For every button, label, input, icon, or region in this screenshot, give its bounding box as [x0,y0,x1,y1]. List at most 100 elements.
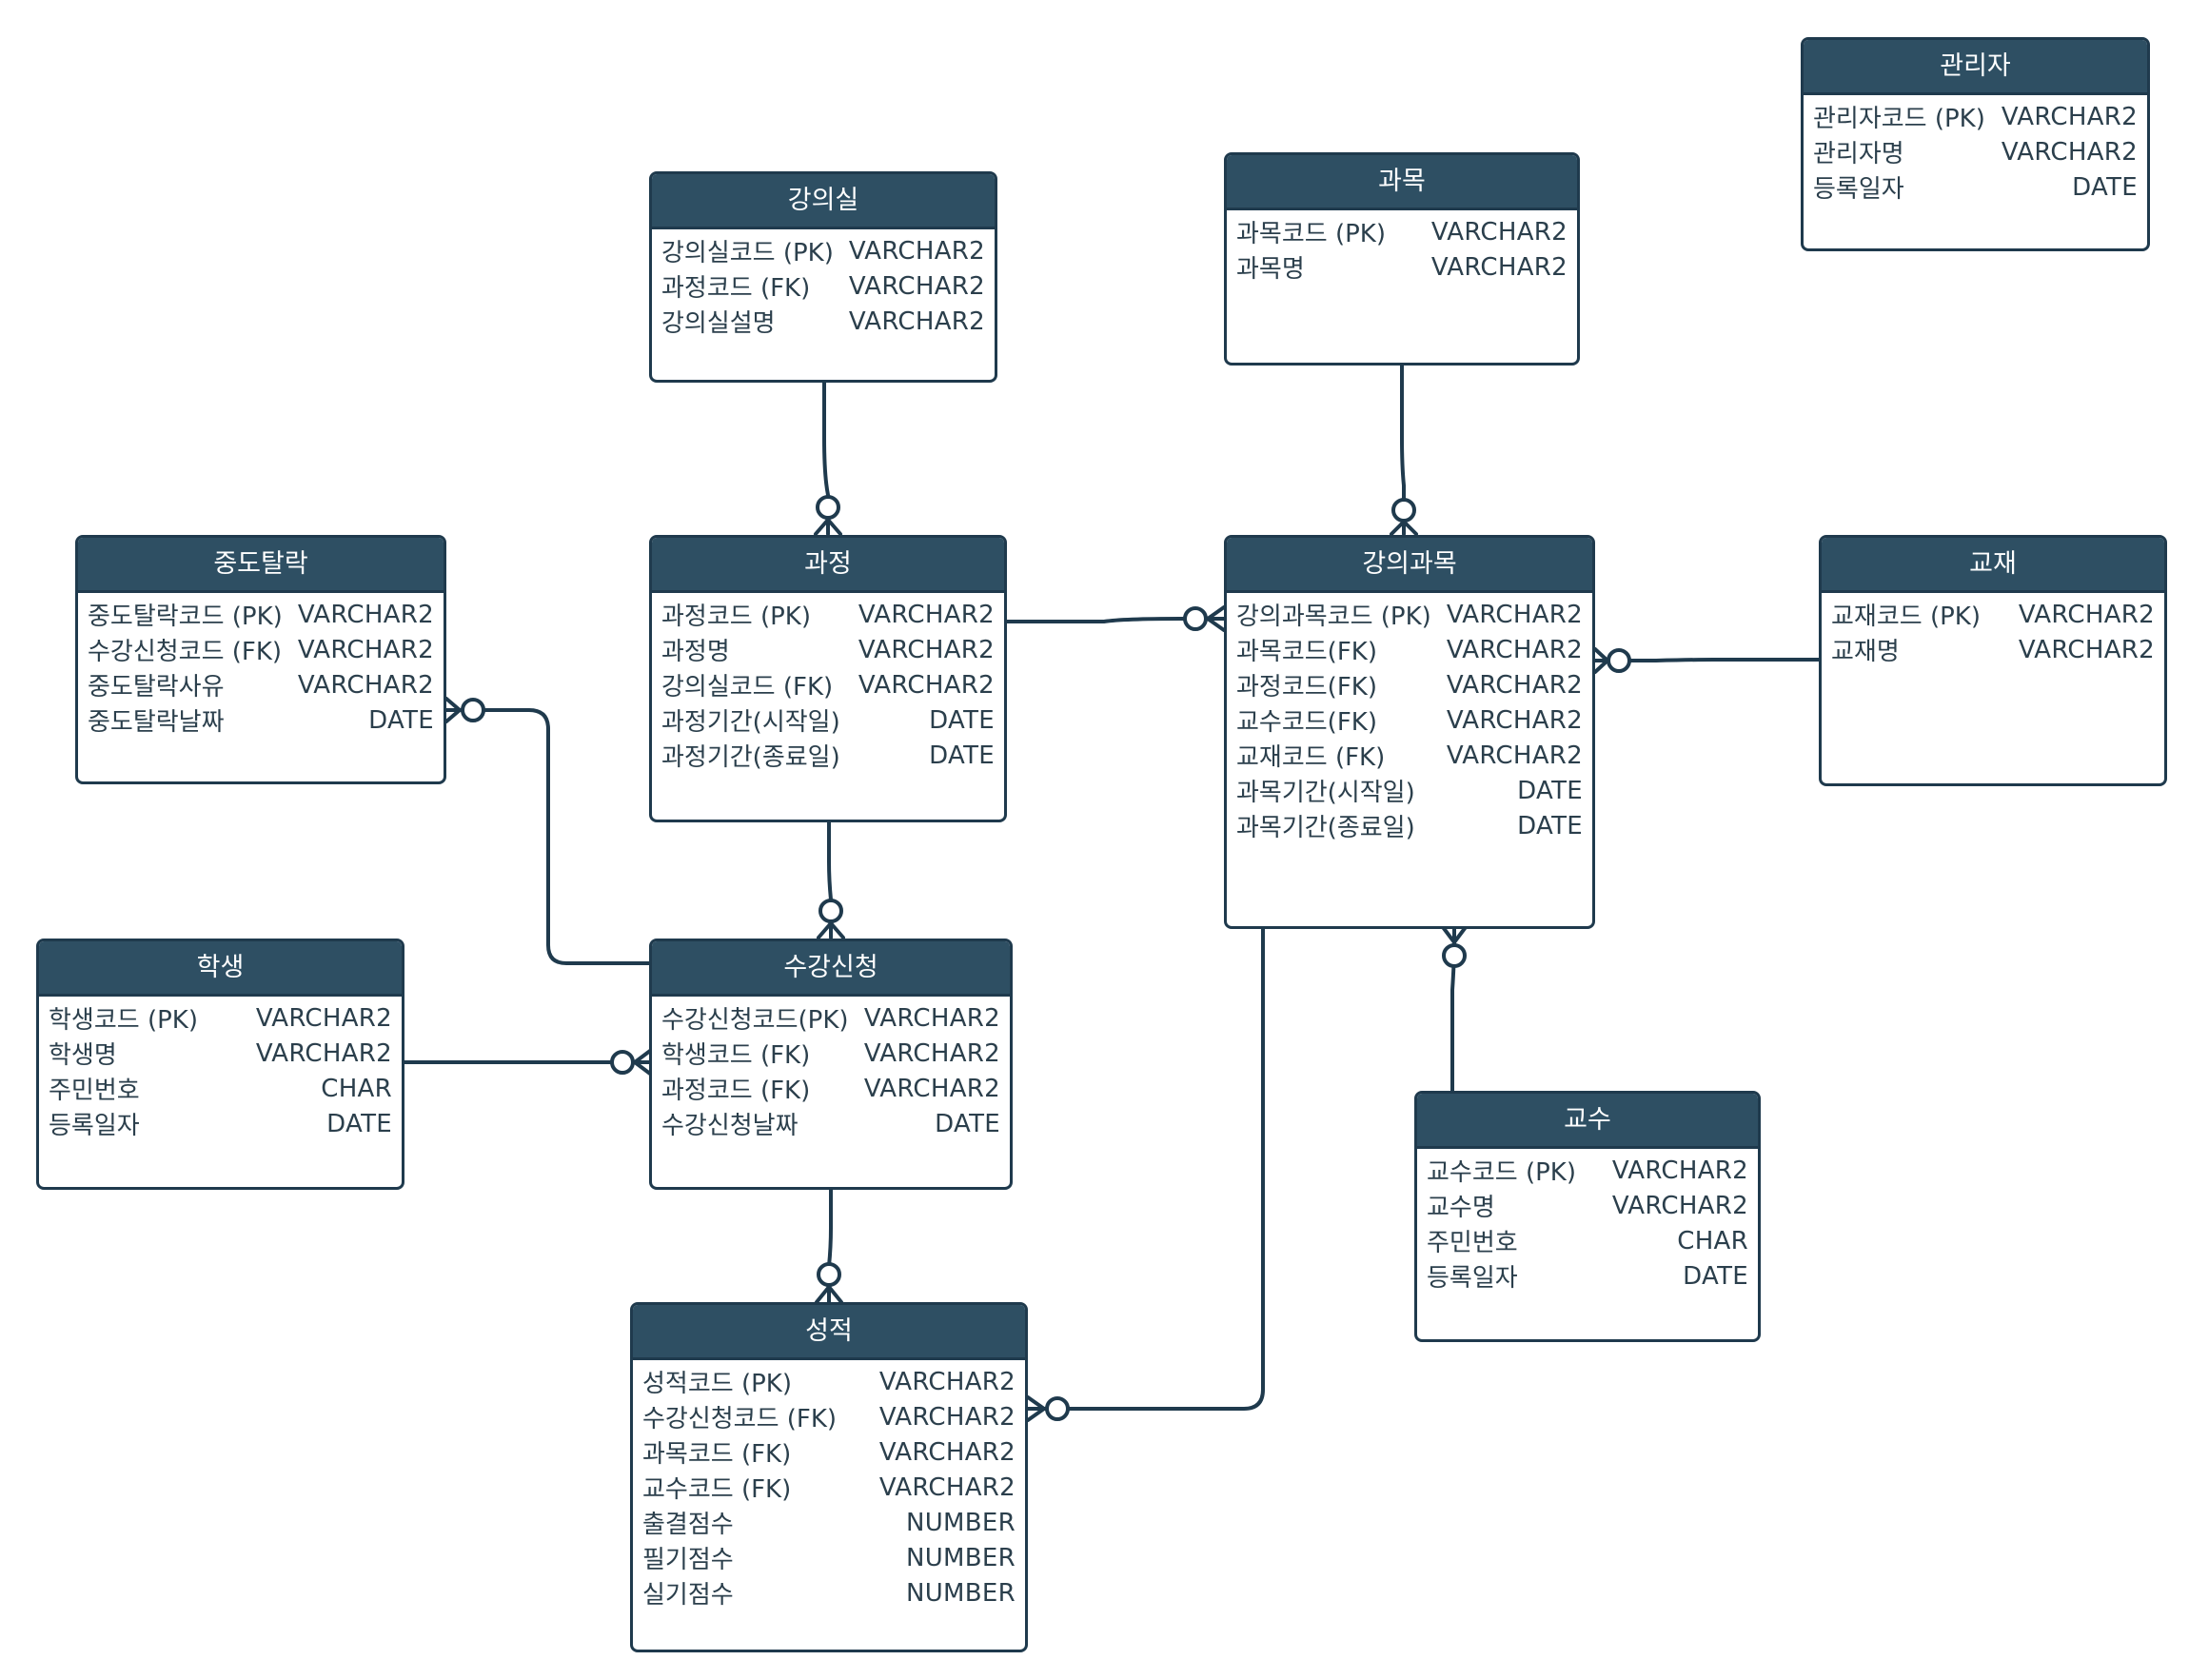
field-row[interactable]: 과목기간(종료일)DATE [1236,808,1583,843]
field-row[interactable]: 강의실코드 (FK)VARCHAR2 [661,667,995,702]
rel-subject-lecture [1400,362,1406,536]
field-row[interactable]: 과정코드 (FK) VARCHAR2 [661,1071,1000,1106]
field-name: 과목기간(시작일) [1236,779,1415,807]
rel-classroom-course [822,379,830,536]
field-type: NUMBER [905,1508,1016,1537]
field-row[interactable]: 교수코드(FK)VARCHAR2 [1236,702,1583,738]
field-row[interactable]: 과목기간(시작일)DATE [1236,773,1583,808]
field-row[interactable]: 과정코드 (PK)VARCHAR2 [661,597,995,632]
field-row[interactable]: 교수코드 (FK)VARCHAR2 [642,1470,1016,1505]
field-row[interactable]: 과목코드(FK)VARCHAR2 [1236,632,1583,667]
field-row[interactable]: 관리자코드 (PK)VARCHAR2 [1813,99,2138,134]
field-type: VARCHAR2 [2001,137,2138,167]
entity-dropout-fields: 중도탈락코드 (PK)VARCHAR2 수강신청코드 (FK)VARCHAR2 … [78,593,444,738]
entity-classroom[interactable]: 강의실 강의실코드 (PK)VARCHAR2 과정코드 (FK)VARCHAR2… [649,171,997,383]
field-name: 과목명 [1236,255,1305,284]
field-row[interactable]: 과정기간(종료일)DATE [661,738,995,773]
field-name: 학생코드 (FK) [661,1041,811,1070]
field-row[interactable]: 학생코드 (PK)VARCHAR2 [49,1000,392,1036]
entity-lecture[interactable]: 강의과목 강의과목코드 (PK)VARCHAR2 과목코드(FK)VARCHAR… [1224,535,1595,929]
field-type: VARCHAR2 [1611,1191,1748,1220]
rel-course-enrollment-circle [818,899,843,923]
entity-textbook-title: 교재 [1822,538,2164,593]
field-row[interactable]: 과정기간(시작일)DATE [661,702,995,738]
rel-classroom-course-crowfoot [814,518,842,536]
field-type: VARCHAR2 [848,236,985,266]
entity-enrollment[interactable]: 수강신청 수강신청코드(PK)VARCHAR2 학생코드 (FK)VARCHAR… [649,939,1013,1190]
field-row[interactable]: 수강신청코드 (FK)VARCHAR2 [88,632,434,667]
field-type: DATE [929,741,995,770]
field-type: DATE [1683,1261,1748,1291]
field-type: VARCHAR2 [878,1437,1016,1467]
entity-student-title: 학생 [39,941,402,997]
field-row[interactable]: 수강신청코드 (FK)VARCHAR2 [642,1399,1016,1434]
field-row[interactable]: 교재코드 (FK)VARCHAR2 [1236,738,1583,773]
field-name: 과정기간(시작일) [661,708,840,737]
field-type: VARCHAR2 [2018,635,2155,664]
field-type: VARCHAR2 [848,271,985,301]
field-row[interactable]: 과목코드 (FK) VARCHAR2 [642,1434,1016,1470]
field-type: NUMBER [905,1543,1016,1572]
field-row[interactable]: 강의과목코드 (PK)VARCHAR2 [1236,597,1583,632]
field-name: 과목코드 (FK) [642,1440,792,1469]
field-type: VARCHAR2 [1446,600,1583,629]
field-name: 교재코드 (FK) [1236,743,1386,772]
rel-classroom-course-circle [816,495,840,520]
field-name: 교수코드 (FK) [642,1475,792,1504]
field-row[interactable]: 교수코드 (PK)VARCHAR2 [1427,1153,1748,1188]
field-type: VARCHAR2 [1446,670,1583,700]
field-name: 과정코드 (FK) [661,1077,811,1105]
entity-dropout[interactable]: 중도탈락 중도탈락코드 (PK)VARCHAR2 수강신청코드 (FK)VARC… [75,535,446,784]
entity-grade[interactable]: 성적 성적코드 (PK)VARCHAR2 수강신청코드 (FK)VARCHAR2… [630,1302,1028,1652]
field-row[interactable]: 수강신청코드(PK)VARCHAR2 [661,1000,1000,1036]
field-row[interactable]: 강의실코드 (PK)VARCHAR2 [661,233,985,268]
field-row[interactable]: 성적코드 (PK)VARCHAR2 [642,1364,1016,1399]
field-name: 과정명 [661,638,730,666]
field-row[interactable]: 학생코드 (FK) VARCHAR2 [661,1036,1000,1071]
field-type: VARCHAR2 [255,1038,392,1068]
field-type: VARCHAR2 [863,1074,1000,1103]
field-row[interactable]: 교재코드 (PK)VARCHAR2 [1831,597,2155,632]
field-row[interactable]: 과목코드 (PK)VARCHAR2 [1236,214,1568,249]
rel-enrollment-dropout [444,708,652,965]
field-row[interactable]: 과정코드 (FK)VARCHAR2 [661,268,985,304]
field-row[interactable]: 과정코드(FK)VARCHAR2 [1236,667,1583,702]
field-type: VARCHAR2 [863,1038,1000,1068]
rel-professor-lecture-circle [1442,943,1467,968]
field-row[interactable]: 과정명 VARCHAR2 [661,632,995,667]
rel-lecture-grade [1026,925,1265,1411]
rel-textbook-lecture [1593,658,1821,662]
field-type: VARCHAR2 [858,635,995,664]
field-type: DATE [935,1109,1000,1138]
field-row[interactable]: 중도탈락코드 (PK)VARCHAR2 [88,597,434,632]
field-name: 학생코드 (PK) [49,1006,198,1035]
rel-student-enrollment-crowfoot [633,1049,652,1076]
field-name: 교수코드(FK) [1236,708,1377,737]
